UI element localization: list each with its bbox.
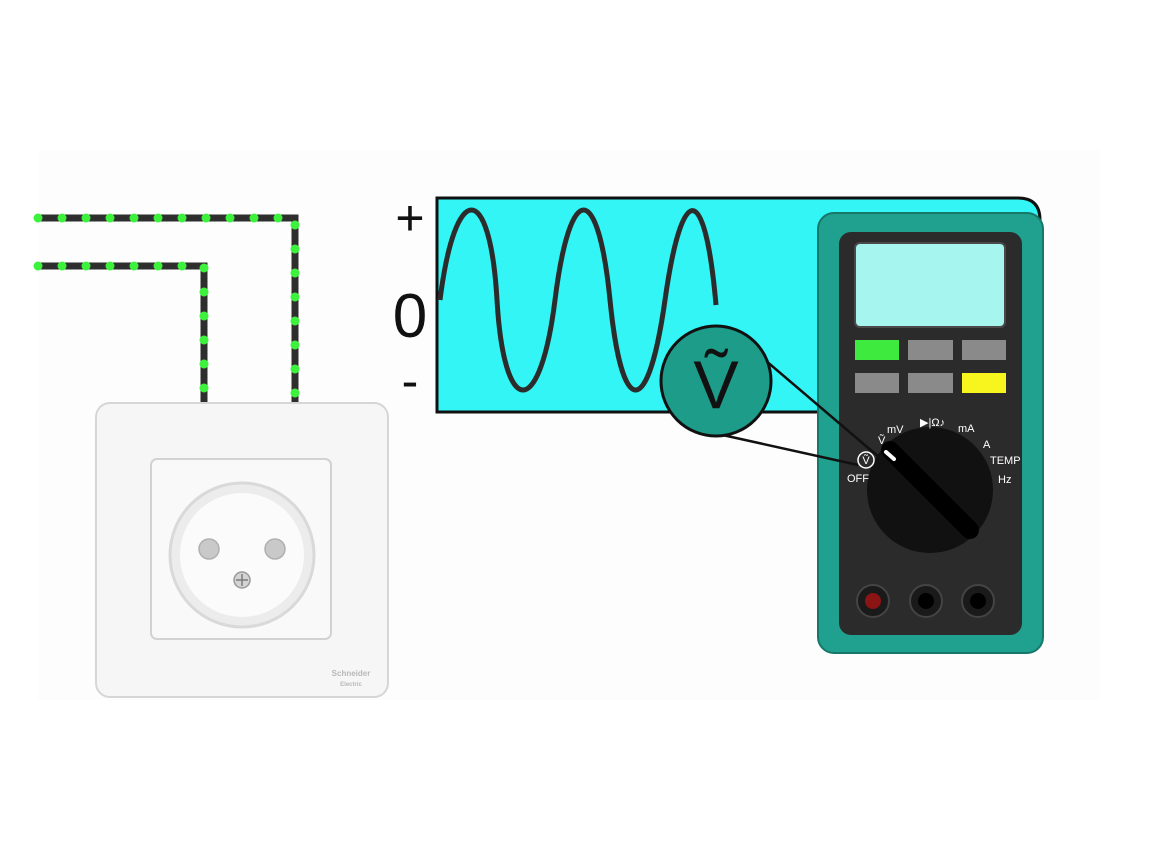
dial-pointer-bar [881,441,979,539]
dial-pointer-mark [884,450,896,461]
wires [33,213,300,410]
dial-label-a: A [983,439,991,451]
sine-wave [437,207,719,393]
callout-lines [717,359,881,467]
socket-face [180,493,304,617]
plus-label: + [395,190,424,246]
button-green[interactable] [855,340,899,360]
dial-label-off: OFF [847,473,869,485]
dial-label-voltage-top: Ṽ [878,434,886,447]
button-gray-3[interactable] [855,373,899,393]
ac-voltage-icon: Ṽ [693,347,739,423]
outlet-brand-line1: Schneider [332,669,371,678]
inner-wire-dots [33,261,209,410]
wall-outlet: Schneider Electric [95,402,389,698]
socket-hole-right [264,538,286,560]
outer-wire-dots [33,213,300,410]
multimeter: Ṽ Ṽ OFF mV ▶|Ω♪ mA A TEMP Hz [817,212,1044,654]
button-gray-4[interactable] [908,373,953,393]
ac-voltage-indicator: Ṽ [659,324,773,438]
dial-label-resistance: ▶|Ω♪ [920,417,945,429]
rotary-dial[interactable] [867,427,993,553]
dial-label-hz: Hz [998,474,1011,486]
button-gray-2[interactable] [962,340,1006,360]
multimeter-screen [854,242,1006,328]
dial-voltage-highlight [857,451,875,469]
minus-label: - [402,353,419,409]
ac-voltage-badge [659,324,773,438]
dial-label-ma: mA [958,423,975,435]
button-yellow[interactable] [962,373,1006,393]
inner-wire [38,262,208,405]
button-gray-1[interactable] [908,340,953,360]
outlet-brand-line2: Electric [340,682,362,688]
dial-label-mv: mV [887,424,904,436]
dial-label-voltage: Ṽ [862,454,870,467]
dial-label-temp: TEMP [990,455,1021,467]
zero-label: 0 [393,282,427,351]
socket-hole-left [198,538,220,560]
outer-wire [38,214,299,405]
